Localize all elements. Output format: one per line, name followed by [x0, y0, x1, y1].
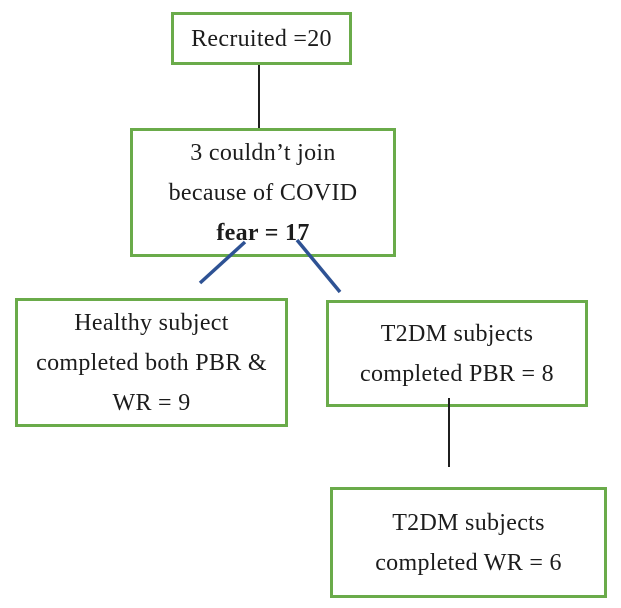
node-t2dm-pbr-text-line1: T2DM subjects: [380, 320, 534, 347]
node-covid-dropout: 3 couldn’t join because of COVID fear = …: [130, 128, 396, 257]
node-t2dm-wr-text-line2: completed WR = 6: [375, 549, 562, 576]
node-t2dm-pbr-text-line2: completed PBR = 8: [360, 360, 554, 387]
node-recruited: Recruited =20: [171, 12, 352, 65]
node-healthy-subjects: Healthy subject completed both PBR & WR …: [15, 298, 288, 427]
node-healthy-text-line2: completed both PBR &: [36, 349, 267, 376]
node-recruited-text: Recruited =20: [191, 25, 332, 52]
node-t2dm-pbr: T2DM subjects completed PBR = 8: [326, 300, 588, 407]
node-healthy-text-line1: Healthy subject: [74, 309, 229, 336]
node-t2dm-wr: T2DM subjects completed WR = 6: [330, 487, 607, 598]
node-healthy-text-line3: WR = 9: [112, 389, 191, 416]
node-covid-text-line2: because of COVID: [168, 179, 358, 206]
node-covid-text-line3: fear = 17: [216, 219, 310, 246]
connector-t2dm-pbr-to-t2dm-wr: [448, 398, 450, 467]
connector-recruited-to-covid: [258, 65, 260, 128]
node-covid-text-line1: 3 couldn’t join: [190, 139, 336, 166]
node-t2dm-wr-text-line1: T2DM subjects: [392, 509, 545, 536]
